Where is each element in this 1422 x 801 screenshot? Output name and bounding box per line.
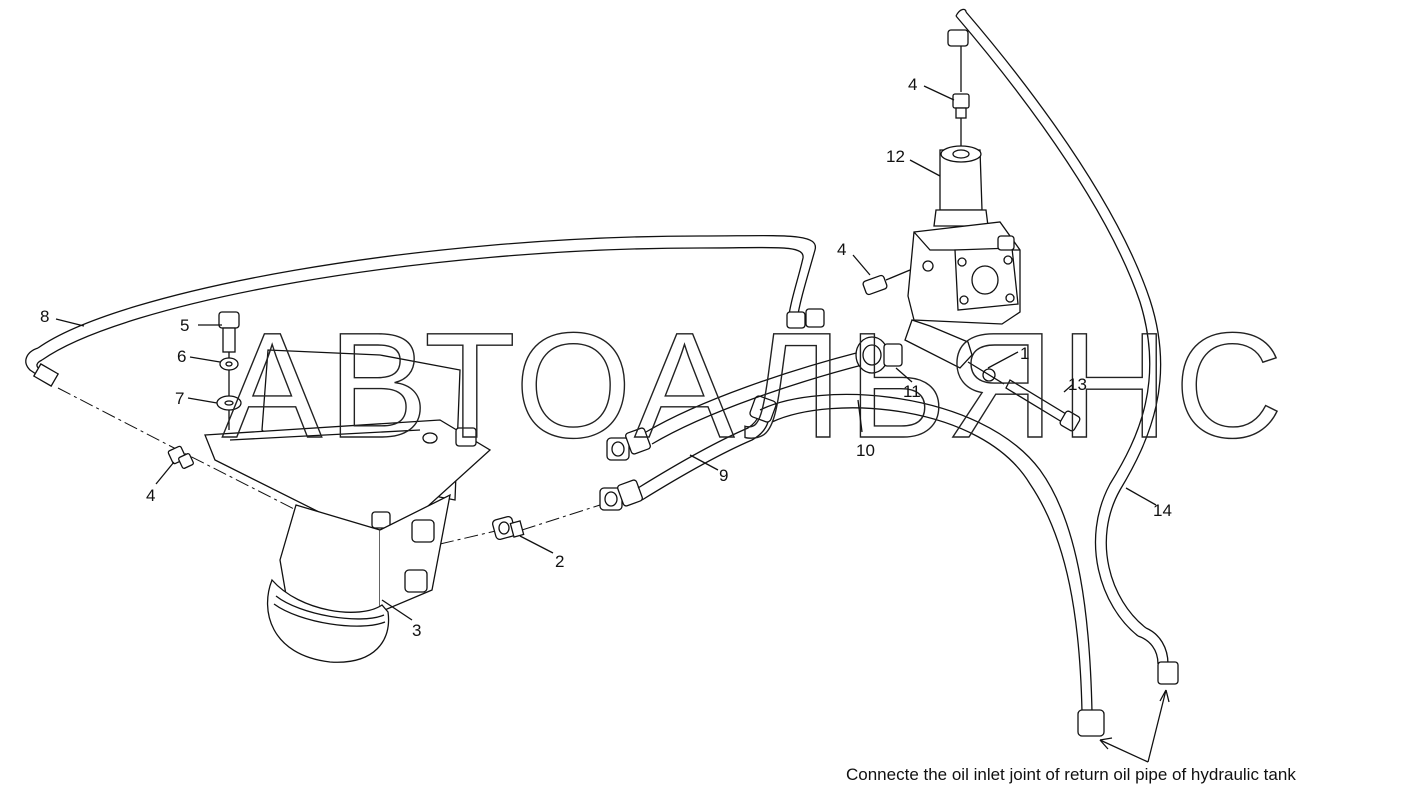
relief-valve-12	[933, 145, 989, 227]
callout-11: 11	[903, 382, 921, 401]
washer-6-hole	[225, 361, 233, 367]
centerline-bolt13	[967, 361, 1005, 385]
fitting-2	[492, 516, 525, 540]
callout-6: 6	[177, 347, 186, 366]
caption-arrows	[1099, 689, 1170, 763]
hose-9	[599, 395, 777, 511]
hose-10	[606, 351, 867, 461]
hose-14	[947, 8, 1179, 685]
callout-13: 13	[1068, 375, 1087, 394]
callout-3: 3	[412, 621, 421, 640]
callout-5: 5	[180, 316, 189, 335]
fitting-11	[855, 336, 903, 374]
callout-4-middle: 4	[837, 240, 846, 259]
fitting-4-left	[167, 445, 194, 469]
callout-1: 1	[1020, 344, 1029, 363]
callout-14: 14	[1153, 501, 1172, 520]
callout-12: 12	[886, 147, 905, 166]
callout-7: 7	[175, 389, 184, 408]
valve-block	[904, 221, 1021, 369]
fitting-4-top	[952, 93, 970, 119]
centerline-fitting2-hose9	[521, 504, 601, 531]
bolt-5	[218, 311, 240, 353]
watermark: АВТОАЛЬЯНС	[222, 301, 1289, 469]
caption: Connecte the oil inlet joint of return o…	[846, 765, 1296, 784]
bolt-13	[1005, 379, 1081, 432]
callout-9: 9	[719, 466, 728, 485]
leader-lines	[55, 85, 1157, 621]
washer-7-hole	[224, 400, 234, 406]
tank-return-hose-lower	[759, 393, 1105, 737]
callout-10: 10	[856, 441, 875, 460]
hose-8	[25, 234, 825, 387]
centerline-motor-right	[439, 529, 501, 545]
callout-4-left: 4	[146, 486, 155, 505]
callout-8: 8	[40, 307, 49, 326]
motor-bracket-3	[204, 349, 492, 663]
fitting-4-middle	[862, 269, 911, 296]
callout-2: 2	[555, 552, 564, 571]
callout-4-top: 4	[908, 75, 917, 94]
